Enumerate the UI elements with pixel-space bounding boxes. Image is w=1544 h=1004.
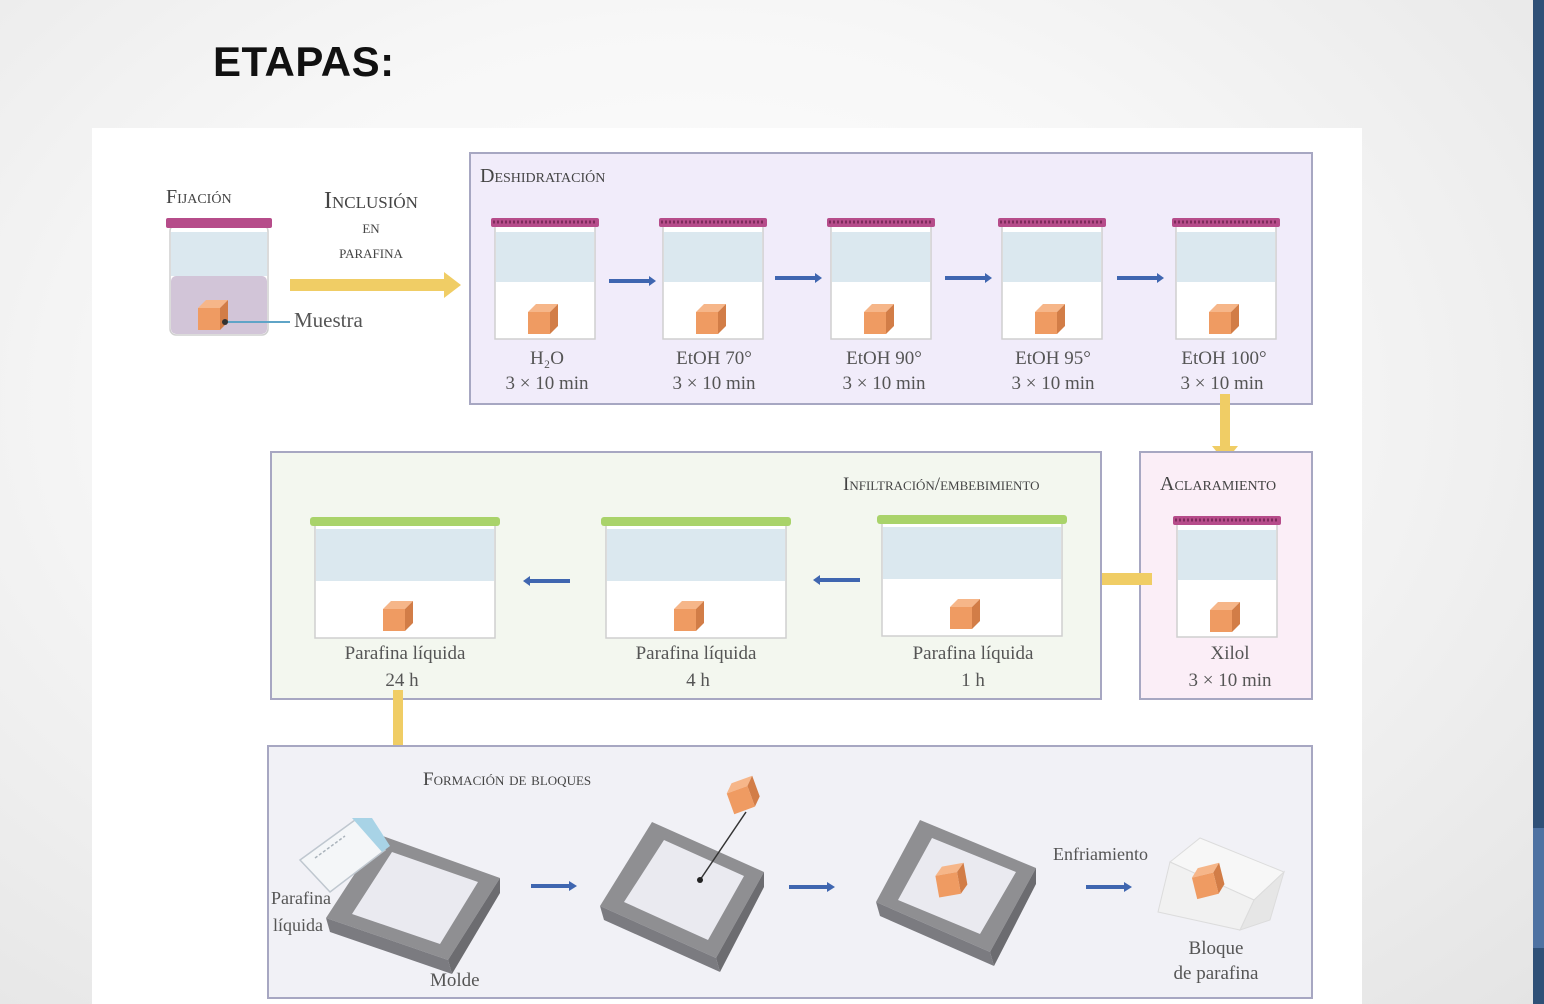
flow-arrowhead (815, 273, 822, 283)
infiltration-step-1-reagent: Parafina líquida (345, 643, 466, 664)
dehydration-step-2-time: 3 × 10 min (672, 373, 756, 394)
infiltration-jar-1h (877, 515, 1067, 636)
slide-title: ETAPAS: (213, 38, 395, 85)
flow-arrow (530, 579, 570, 583)
flow-arrowhead (523, 576, 530, 586)
fijacion-title: Fijación (166, 186, 232, 208)
dehydration-step-5-reagent: EtOH 100° (1181, 348, 1266, 369)
dehydration-to-clearing-arrow (1212, 394, 1238, 462)
tissue-drop-point (697, 877, 703, 883)
dehydration-flow-arrows (609, 273, 1164, 286)
dehydration-jar-1 (491, 218, 599, 339)
sample-label: Muestra (294, 308, 363, 332)
mold-empty (600, 822, 764, 972)
flow-arrow (1117, 276, 1157, 280)
dehydration-step-2-reagent: EtOH 70° (676, 348, 752, 369)
inclusion-arrow (290, 272, 461, 298)
clearing-jar (1173, 516, 1281, 637)
clearing-reagent: Xilol (1210, 643, 1249, 664)
block-flow-arrow-3 (1086, 882, 1132, 892)
infiltration-step-1-time: 24 h (385, 670, 419, 691)
cooling-label: Enfriamiento (1053, 844, 1148, 864)
block-flow-arrow-1 (531, 881, 577, 891)
infiltration-jar-4h (601, 517, 791, 638)
infiltration-flow-arrows (523, 575, 860, 586)
dehydration-title: Deshidratación (480, 165, 605, 187)
dehydration-step-5-time: 3 × 10 min (1180, 373, 1264, 394)
dehydration-jar-3 (827, 218, 935, 339)
dehydration-step-3-time: 3 × 10 min (842, 373, 926, 394)
dehydration-step-1-reagent: H₂O (530, 348, 564, 369)
mold-pouring (326, 835, 500, 974)
paraffin-block (1157, 837, 1285, 931)
infiltration-step-3-reagent: Parafina líquida (913, 643, 1034, 664)
inclusion-label-line3: parafina (339, 242, 403, 263)
inclusion-label-line1: Inclusión (324, 188, 418, 214)
block-formation-title: Formación de bloques (423, 769, 591, 790)
dehydration-jar-4 (998, 218, 1106, 339)
dehydration-jar-5 (1172, 218, 1280, 339)
slide-side-bar-accent (1533, 828, 1544, 948)
paraffin-liquid-label-line1: Parafina (271, 888, 331, 908)
infiltration-step-3-time: 1 h (961, 670, 985, 691)
inclusion-label-line2: en (362, 217, 380, 238)
dehydration-step-3-reagent: EtOH 90° (846, 348, 922, 369)
flow-arrow (609, 279, 649, 283)
tissue-drop-line (699, 811, 747, 881)
paraffin-block-label-line1: Bloque (1189, 938, 1244, 959)
paraffin-liquid-label-line2: líquida (273, 915, 323, 935)
fixation-jar (166, 218, 272, 336)
dehydration-step-4-time: 3 × 10 min (1011, 373, 1095, 394)
infiltration-jar-24h (310, 517, 500, 638)
block-flow-arrow-2 (789, 882, 835, 892)
infiltration-step-2-time: 4 h (686, 670, 710, 691)
flow-arrowhead (1157, 273, 1164, 283)
paraffin-block-label-line2: de parafina (1174, 963, 1259, 984)
flow-arrowhead (813, 575, 820, 585)
paraffin-beaker (298, 818, 390, 894)
infiltration-to-blocks-arrow (385, 690, 411, 768)
sample-pointer-dot (222, 319, 228, 325)
flow-arrowhead (649, 276, 656, 286)
infiltration-title: Infiltración/embebimiento (843, 474, 1040, 495)
clearing-time: 3 × 10 min (1188, 670, 1272, 691)
mold-label: Molde (430, 970, 480, 991)
flow-arrow (775, 276, 815, 280)
flow-arrow (820, 578, 860, 582)
slide-side-bar (1533, 0, 1544, 1004)
dehydration-jar-2 (659, 218, 767, 339)
flow-arrowhead (985, 273, 992, 283)
flow-arrow (945, 276, 985, 280)
clearing-title: Aclaramiento (1160, 473, 1276, 495)
dehydration-step-4-reagent: EtOH 95° (1015, 348, 1091, 369)
infiltration-step-2-reagent: Parafina líquida (636, 643, 757, 664)
dehydration-step-1-time: 3 × 10 min (505, 373, 589, 394)
